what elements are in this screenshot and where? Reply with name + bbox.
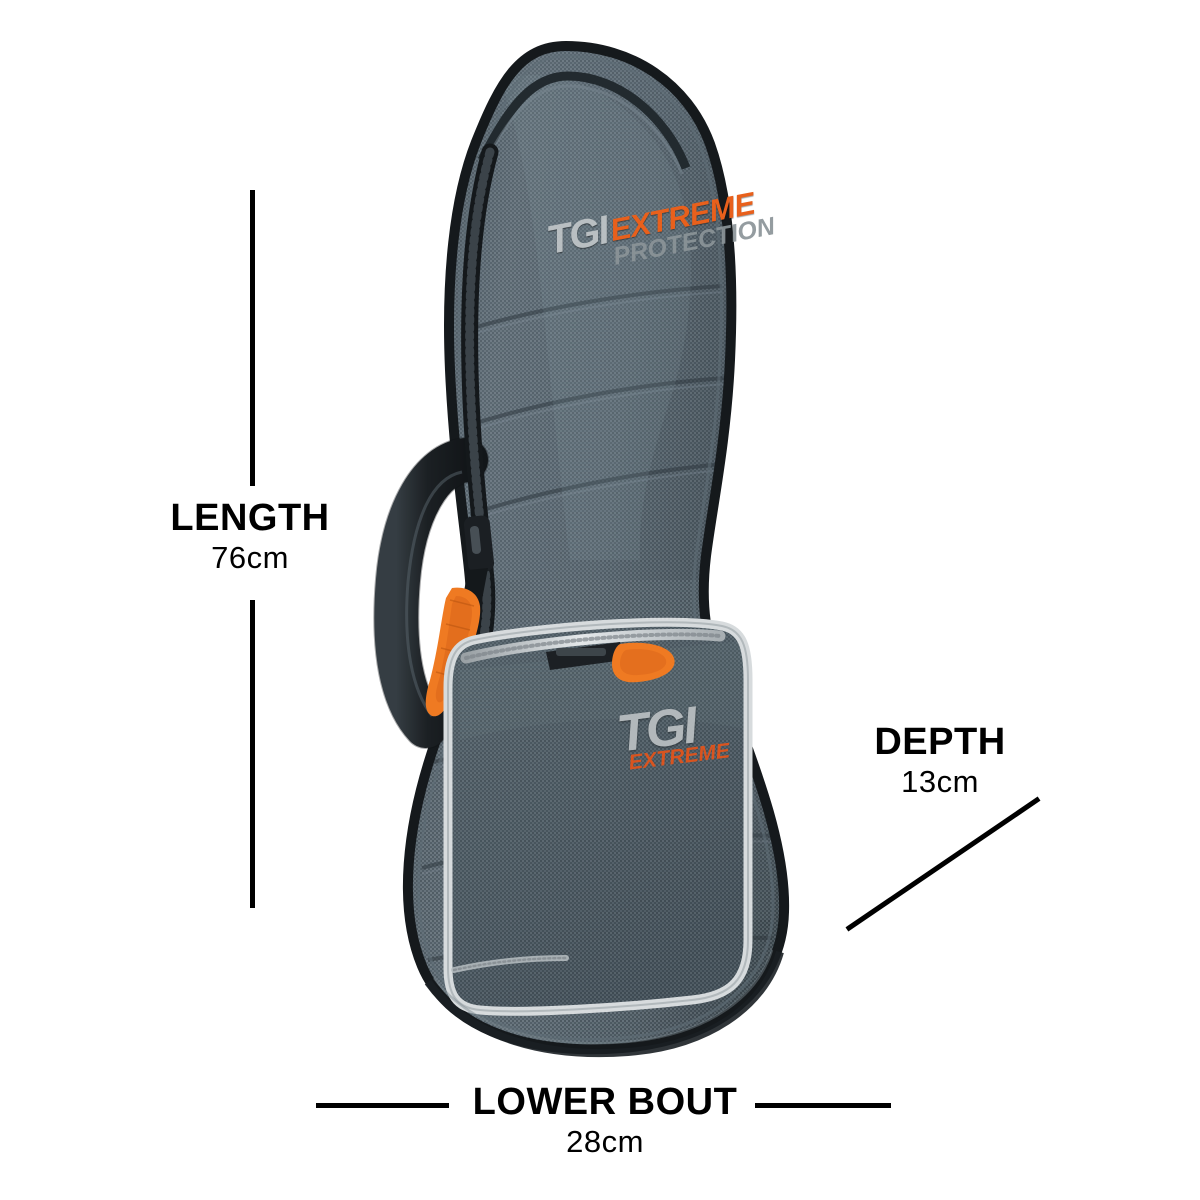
lower-bout-dimension-line-left (316, 1103, 449, 1108)
depth-value: 13cm (901, 764, 979, 800)
length-value: 76cm (211, 540, 289, 576)
lower-bout-dimension-line-right (755, 1103, 891, 1108)
pocket-zipper (460, 628, 726, 683)
gig-bag-illustration (370, 40, 840, 1060)
length-dimension-line-bottom (250, 600, 255, 908)
length-dimension-label: LENGTH 76cm (95, 497, 405, 578)
lower-zipper (451, 955, 569, 973)
bag-top-seam (477, 71, 691, 175)
depth-dimension-line (845, 796, 1041, 932)
bottom-piping (424, 949, 784, 1058)
lower-bout-title: LOWER BOUT (472, 1081, 738, 1123)
lower-bout-dimension-label: LOWER BOUT 28cm (320, 1081, 890, 1162)
accessory-pocket (443, 617, 753, 1016)
length-title: LENGTH (170, 497, 330, 539)
depth-dimension-label: DEPTH 13cm (790, 721, 1090, 802)
length-dimension-line-top (250, 190, 255, 486)
depth-title: DEPTH (874, 721, 1006, 763)
carry-handle (373, 437, 489, 749)
lower-bout-value: 28cm (566, 1124, 644, 1160)
